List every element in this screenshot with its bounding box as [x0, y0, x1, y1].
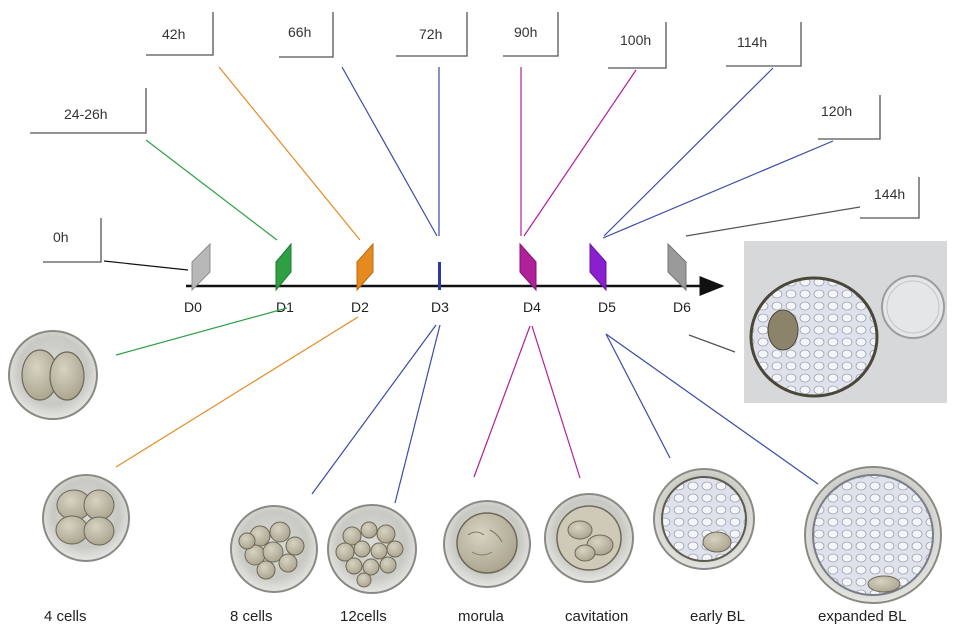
marker-d0: [192, 244, 210, 290]
time-connectors: [104, 67, 860, 270]
day-label-d2: D2: [351, 299, 369, 315]
day-label-d1: D1: [276, 299, 294, 315]
day-label-d0: D0: [184, 299, 202, 315]
time-42h-text: 42h: [162, 26, 185, 42]
time-120h-text: 120h: [821, 103, 852, 119]
stage-label-12cells: 12cells: [340, 608, 387, 625]
time-66h-text: 66h: [288, 24, 311, 40]
stage-label-cavitation: cavitation: [565, 608, 628, 625]
marker-d1: [276, 244, 291, 290]
embryo-cavitation-image: [545, 494, 633, 582]
time-0h-text: 0h: [53, 229, 69, 245]
embryo-expanded-bl-image: [805, 467, 941, 603]
stage-label-expanded-bl: expanded BL: [818, 608, 906, 625]
time-90h-text: 90h: [514, 24, 537, 40]
time-label-100h: 100h: [608, 22, 666, 68]
time-label-42h: 42h: [146, 12, 213, 55]
time-label-66h: 66h: [279, 12, 333, 57]
time-label-24-26h: 24-26h: [30, 88, 146, 133]
embryo-2-cells-image: [9, 331, 97, 419]
marker-d2: [357, 244, 373, 290]
time-144h-text: 144h: [874, 186, 905, 202]
time-label-120h: 120h: [818, 95, 880, 139]
embryo-early-bl-image: [654, 469, 754, 569]
time-114h-text: 114h: [737, 34, 767, 50]
marker-d3: [438, 262, 441, 290]
time-label-90h: 90h: [503, 12, 558, 56]
stage-label-early-bl: early BL: [690, 608, 745, 625]
marker-d4: [520, 244, 536, 290]
time-72h-text: 72h: [419, 26, 442, 42]
time-100h-text: 100h: [620, 32, 651, 48]
day-label-d5: D5: [598, 299, 616, 315]
marker-d6: [668, 244, 686, 290]
day-label-d3: D3: [431, 299, 449, 315]
hatched-blastocyst-photo: [744, 241, 947, 403]
embryo-morula-image: [444, 501, 530, 587]
time-label-72h: 72h: [396, 12, 467, 56]
embryo-4-cells-image: [43, 475, 129, 561]
stage-label-4-cells: 4 cells: [44, 608, 87, 625]
marker-d5: [590, 244, 606, 290]
embryo-8-cells-image: [231, 506, 317, 592]
day-label-d6: D6: [673, 299, 691, 315]
day-label-d4: D4: [523, 299, 541, 315]
time-label-144h: 144h: [860, 177, 919, 218]
time-label-114h: 114h: [726, 22, 801, 66]
time-24-26h-text: 24-26h: [64, 106, 108, 122]
stage-label-8-cells: 8 cells: [230, 608, 273, 625]
embryo-12-cells-image: [328, 505, 416, 593]
time-label-0h: 0h: [43, 218, 101, 262]
stage-label-morula: morula: [458, 608, 505, 625]
